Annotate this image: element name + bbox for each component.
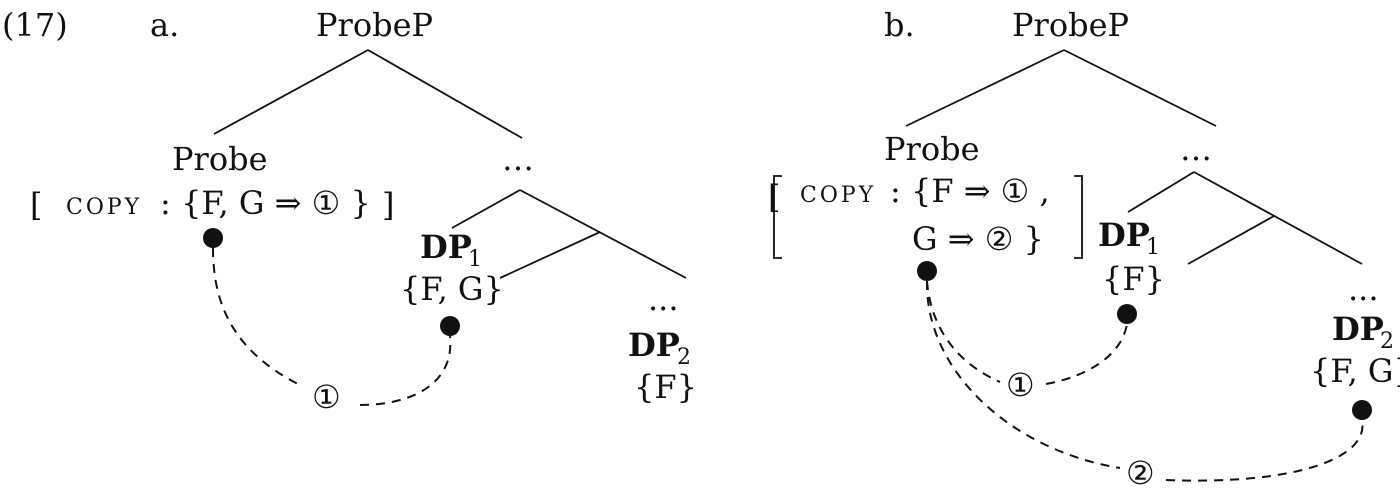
tree-a-dashed-arc-left xyxy=(212,247,301,386)
tree-b-dp2-dot xyxy=(1352,400,1372,420)
tree-b-dp2: ... DP 2 {F, G} xyxy=(1310,270,1400,390)
tree-a-dp2-index: 2 xyxy=(677,345,691,370)
tree-b: b. ProbeP Probe … [ COPY : {F ⇒ ① , G ⇒ … xyxy=(768,6,1400,492)
tree-b-probe: Probe xyxy=(884,130,980,168)
tree-b-dp2-head: DP xyxy=(1332,310,1384,348)
tree-a-bracket-open: [ xyxy=(30,186,42,224)
tree-a-edge-root-ellipsis xyxy=(367,49,523,139)
tree-a-edge-ellipsis-inner xyxy=(519,189,687,279)
tree-b-bracket-close-shape xyxy=(1074,175,1083,259)
tree-a-edge-inner-left xyxy=(499,231,601,279)
tree-b-dp1: DP 1 {F} xyxy=(1098,216,1165,298)
tree-b-probe-dot xyxy=(917,261,937,281)
tree-a-label: a. xyxy=(150,6,179,44)
tree-b-edge-ellipsis-dp1 xyxy=(1127,171,1195,213)
tree-b-label: b. xyxy=(884,6,915,44)
tree-b-arrow-marker-1: ① xyxy=(1006,366,1035,404)
tree-b-dashed-arc-2-left xyxy=(925,280,1121,469)
tree-b-dashed-arc-2-right xyxy=(1165,419,1364,482)
tree-b-bracket-open-shape xyxy=(773,175,782,259)
tree-a-dp2-features: {F} xyxy=(634,368,697,406)
tree-a-arrow-marker: ① xyxy=(312,378,341,416)
tree-b-dp2-features: {F, G} xyxy=(1310,352,1400,390)
tree-b-dashed-arc-1-right xyxy=(1045,323,1128,385)
tree-b-dp1-index: 1 xyxy=(1146,235,1160,260)
tree-a: a. ProbeP Probe … [ COPY : {F, G ⇒ ① } ]… xyxy=(30,6,697,416)
tree-a-feature-set: : {F, G ⇒ ① } xyxy=(160,184,371,222)
tree-a-edge-root-probe xyxy=(213,49,369,135)
tree-a-dp1-head: DP xyxy=(420,228,472,266)
tree-a-copy-label: COPY xyxy=(66,195,142,220)
tree-b-dp2-index: 2 xyxy=(1380,329,1394,354)
tree-b-feature-line1: : {F ⇒ ① , xyxy=(890,172,1050,210)
tree-b-dp1-head: DP xyxy=(1098,216,1150,254)
tree-b-ellipsis: … xyxy=(1180,130,1212,168)
tree-b-edge-inner-left xyxy=(1187,215,1275,265)
tree-a-dp2: ... DP 2 {F} xyxy=(628,280,697,406)
tree-a-dp1-dot xyxy=(440,316,460,336)
tree-a-dp1: DP 1 {F, G} xyxy=(400,228,504,308)
tree-a-bracket-close: ] xyxy=(382,186,394,224)
example-number: (17) xyxy=(2,6,68,44)
tree-b-root: ProbeP xyxy=(1012,6,1129,44)
tree-b-edge-root-probe xyxy=(905,49,1065,127)
tree-a-dp2-head: DP xyxy=(628,326,680,364)
tree-a-ellipsis: … xyxy=(502,140,534,178)
tree-a-dp2-dots: ... xyxy=(648,280,679,318)
tree-a-edge-ellipsis-dp1 xyxy=(451,189,521,229)
tree-a-root: ProbeP xyxy=(316,6,433,44)
tree-b-arrow-marker-2: ② xyxy=(1126,454,1155,492)
tree-b-dp2-dots: ... xyxy=(1348,270,1379,308)
tree-b-edge-root-ellipsis xyxy=(1063,49,1217,127)
tree-a-probe: Probe xyxy=(172,140,268,178)
tree-b-dp1-dot xyxy=(1117,304,1137,324)
tree-a-dashed-arc-right xyxy=(359,335,452,406)
tree-a-probe-dot xyxy=(203,228,223,248)
tree-b-bracket-close: ] xyxy=(1090,140,1102,178)
tree-b-dashed-arc-1-left xyxy=(926,280,1001,383)
tree-b-dp1-features: {F} xyxy=(1102,260,1165,298)
tree-b-feature-line2: G ⇒ ② } xyxy=(912,220,1044,258)
tree-a-dp1-index: 1 xyxy=(468,247,482,272)
tree-b-edge-ellipsis-inner xyxy=(1193,171,1363,265)
tree-a-dp1-features: {F, G} xyxy=(400,270,504,308)
tree-b-copy-label: COPY xyxy=(800,183,876,208)
